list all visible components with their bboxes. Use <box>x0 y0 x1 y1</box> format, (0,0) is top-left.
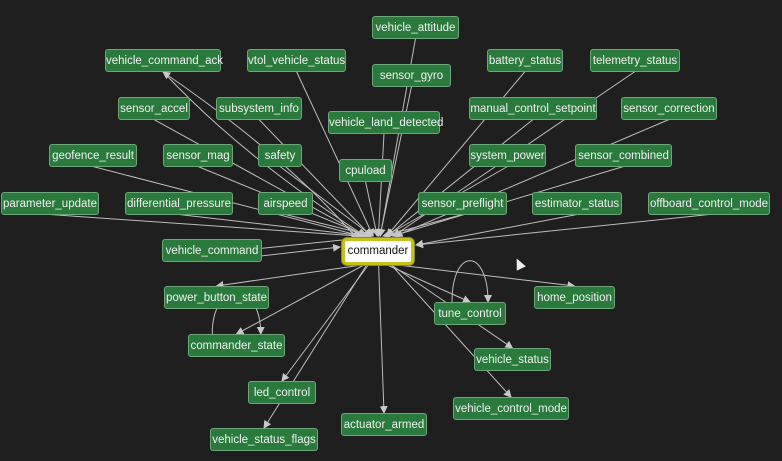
edge-parameter_update-to-commander <box>49 214 360 240</box>
edge-commander-to-power_button_state <box>215 264 362 289</box>
edge-manual_control_setpoint-to-commander <box>386 119 534 237</box>
edge-commander-to-actuator_armed <box>378 264 388 414</box>
node-vtol-vehicle-status[interactable]: vtol_vehicle_status <box>247 49 346 72</box>
edge-subsystem_info-to-commander <box>258 119 372 237</box>
edge-differential_pressure-to-commander <box>178 214 368 240</box>
node-vehicle-command-ack[interactable]: vehicle_command_ack <box>105 49 223 72</box>
node-battery-status[interactable]: battery_status <box>487 49 563 72</box>
node-sensor-correction[interactable]: sensor_correction <box>621 97 717 120</box>
edge-sensor_correction-to-commander <box>394 119 670 237</box>
edge-airspeed-to-commander <box>285 214 374 239</box>
node-vehicle-land-detected[interactable]: vehicle_land_detected <box>328 111 443 134</box>
edge-vehicle_land_detected-to-commander <box>374 133 385 237</box>
node-led-control[interactable]: led_control <box>248 381 316 404</box>
node-geofence-result[interactable]: geofence_result <box>49 144 137 167</box>
node-actuator-armed[interactable]: actuator_armed <box>341 413 427 436</box>
node-commander-state[interactable]: commander_state <box>188 334 285 357</box>
node-differential-pressure[interactable]: differential_pressure <box>125 192 233 215</box>
node-vehicle-status-flags[interactable]: vehicle_status_flags <box>210 428 318 451</box>
edge-commander-to-commander_state <box>235 264 365 335</box>
edge-commander-to-vehicle_control_mode <box>390 264 512 398</box>
edge-cpuload-to-commander <box>365 181 380 237</box>
node-offboard-control-mode[interactable]: offboard_control_mode <box>648 192 770 215</box>
node-vehicle-command[interactable]: vehicle_command <box>162 239 262 262</box>
edge-commander-to-home_position <box>397 264 576 290</box>
node-vehicle-attitude[interactable]: vehicle_attitude <box>372 16 459 39</box>
node-vehicle-status[interactable]: vehicle_status <box>474 348 551 371</box>
edge-vtol_vehicle_status-to-commander <box>296 71 374 237</box>
edge-sensor_preflight-to-commander <box>382 214 463 239</box>
node-manual-control-setpoint[interactable]: manual_control_setpoint <box>469 97 597 120</box>
node-subsystem-info[interactable]: subsystem_info <box>216 97 302 120</box>
node-estimator-status[interactable]: estimator_status <box>532 192 622 215</box>
node-power-button-state[interactable]: power_button_state <box>164 286 269 309</box>
node-sensor-mag[interactable]: sensor_mag <box>163 144 233 167</box>
edge-estimator_status-to-commander <box>415 214 578 248</box>
node-home-position[interactable]: home_position <box>534 286 615 309</box>
edge-sensor_combined-to-commander <box>391 166 624 238</box>
edge-vehicle_command_ack-to-commander <box>162 71 366 237</box>
node-commander[interactable]: commander <box>342 238 414 265</box>
node-system-power[interactable]: system_power <box>469 144 546 167</box>
self-loop-tune_control <box>451 260 492 303</box>
edge-sensor_accel-to-commander <box>153 119 366 237</box>
node-sensor-accel[interactable]: sensor_accel <box>118 97 190 120</box>
node-sensor-combined[interactable]: sensor_combined <box>575 144 672 167</box>
node-airspeed[interactable]: airspeed <box>258 192 313 215</box>
node-tune-control[interactable]: tune_control <box>434 302 506 325</box>
node-vehicle-control-mode[interactable]: vehicle_control_mode <box>453 397 569 420</box>
edge-safety-to-commander <box>279 166 373 237</box>
node-parameter-update[interactable]: parameter_update <box>1 192 99 215</box>
node-safety[interactable]: safety <box>258 144 302 167</box>
node-sensor-gyro[interactable]: sensor_gyro <box>372 64 451 87</box>
edge-offboard_control_mode-to-commander <box>415 214 710 249</box>
node-cpuload[interactable]: cpuload <box>339 159 392 182</box>
node-telemetry-status[interactable]: telemetry_status <box>590 49 680 72</box>
node-sensor-preflight[interactable]: sensor_preflight <box>418 192 507 215</box>
